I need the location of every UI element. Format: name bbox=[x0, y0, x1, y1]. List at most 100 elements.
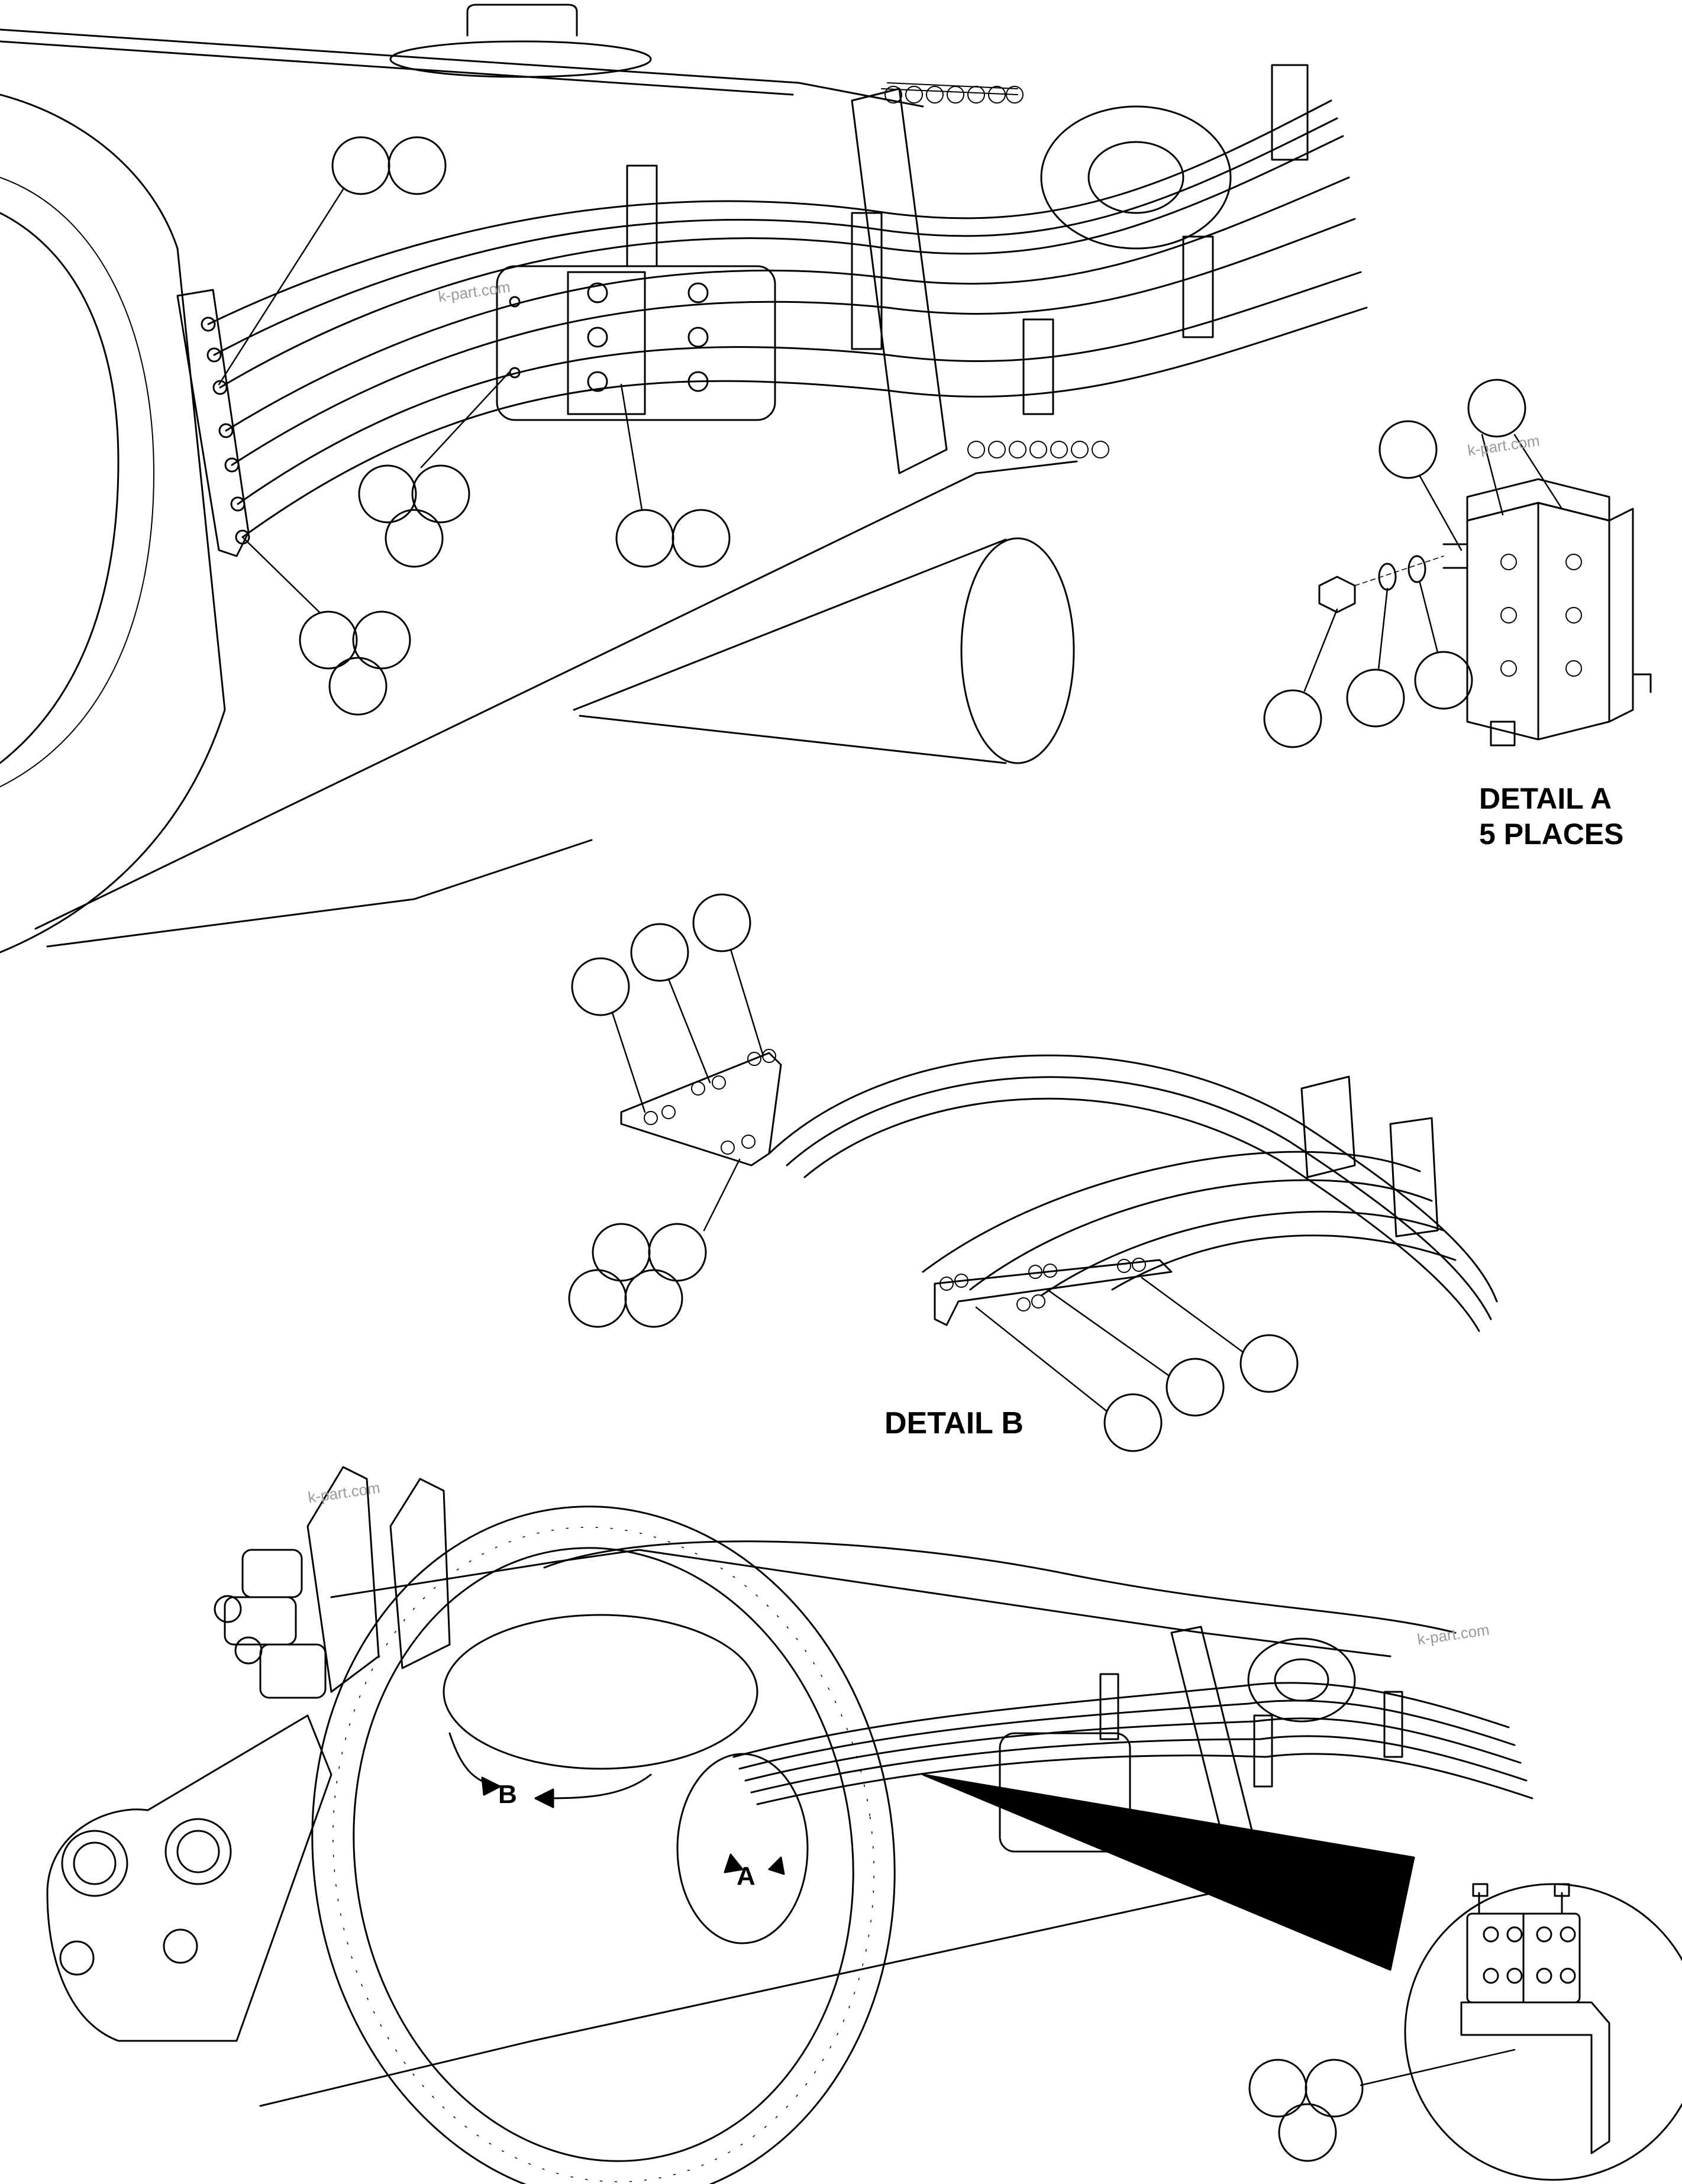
detail-a bbox=[1263, 379, 1652, 748]
leader-arrow-icon bbox=[537, 1773, 652, 1799]
bolt-row-top-bolts bbox=[884, 86, 1024, 104]
assembly-axis bbox=[1354, 555, 1444, 586]
hex-nut bbox=[1318, 576, 1356, 613]
balloon-circle-icon bbox=[571, 957, 630, 1016]
hatch-cover bbox=[389, 40, 652, 78]
detail-b-clamp bbox=[1300, 1075, 1356, 1178]
assembly-clamp bbox=[1383, 1691, 1403, 1758]
balloon-circle-icon bbox=[1166, 1358, 1225, 1417]
hose-clamp bbox=[851, 212, 883, 350]
boom-outer-outline bbox=[0, 93, 226, 954]
balloon-circle-icon bbox=[1378, 420, 1438, 479]
leader-arrow-icon bbox=[534, 1788, 554, 1808]
assembly-boom-bottom bbox=[259, 1862, 1244, 2107]
balloon-circle-icon bbox=[568, 1269, 627, 1328]
bulkhead-fitting bbox=[224, 457, 240, 473]
pivot-bore bbox=[1087, 141, 1184, 214]
balloon-circle-icon bbox=[299, 610, 358, 670]
balloon-circle-icon bbox=[1278, 2103, 1337, 2162]
zoom-wedge bbox=[922, 1773, 1415, 1971]
assembly-pivot-bore bbox=[1274, 1658, 1329, 1702]
lower-bracket-bolts bbox=[940, 1258, 1146, 1311]
detail-a-title: DETAIL A bbox=[1479, 782, 1612, 815]
lug-hole bbox=[59, 1940, 95, 1976]
balloon-circle-icon bbox=[328, 657, 388, 716]
lug-bore bbox=[61, 1830, 128, 1897]
balloon-circle-icon bbox=[1103, 1393, 1163, 1452]
boom-ring-bolt-circle bbox=[0, 177, 154, 787]
top-view bbox=[0, 4, 1368, 954]
hatch-handle bbox=[466, 4, 578, 37]
upper-bracket-bolts bbox=[644, 1049, 776, 1155]
manifold-block bbox=[496, 265, 776, 421]
balloon-circle-icon bbox=[692, 893, 751, 952]
manifold-port bbox=[587, 282, 608, 303]
balloon-circle-icon bbox=[385, 509, 444, 568]
upper-bracket-plate bbox=[620, 1052, 782, 1167]
balloon-circle-icon bbox=[1239, 1334, 1299, 1393]
balloon-circle-icon bbox=[411, 464, 470, 524]
assembly-boom-top bbox=[330, 1549, 1392, 1658]
hose-bundle bbox=[207, 99, 1368, 538]
bulkhead-fitting bbox=[201, 316, 216, 332]
assembly-hose-bundle bbox=[732, 1682, 1534, 1805]
side-cylinder-body bbox=[573, 538, 1007, 764]
manifold-mount-hole bbox=[509, 367, 521, 379]
side-cylinder-end bbox=[960, 537, 1075, 764]
detail-b-leaders bbox=[611, 948, 1244, 1412]
balloon-circle-icon bbox=[671, 509, 731, 568]
bulkhead-fitting bbox=[230, 496, 246, 512]
balloon-circle-icon bbox=[1346, 668, 1405, 728]
clamp-block-side bbox=[1608, 508, 1634, 723]
assembly-clamp bbox=[1099, 1673, 1119, 1740]
lug-hole bbox=[163, 1928, 198, 1964]
assembly-ring-inner bbox=[353, 1547, 854, 2162]
balloon-circle-icon bbox=[1414, 651, 1473, 710]
flat-washer bbox=[1407, 555, 1426, 583]
balloon-circle-icon bbox=[615, 509, 674, 568]
leader-arrow-icon bbox=[481, 1776, 501, 1796]
lug-bore bbox=[164, 1818, 232, 1885]
assembly-clamp bbox=[1253, 1714, 1273, 1788]
assembly-pivot-flange bbox=[1247, 1637, 1356, 1723]
detail-b-clamp-back bbox=[1389, 1117, 1439, 1238]
bulkhead-fitting bbox=[212, 380, 228, 395]
upper-pivot-bracket bbox=[389, 1478, 451, 1669]
balloon-circle-icon bbox=[624, 1269, 683, 1328]
stud-bottom bbox=[1490, 721, 1516, 747]
bolt-row-top bbox=[881, 82, 1018, 95]
clamp-holes bbox=[1500, 554, 1582, 677]
lower-bracket-plate bbox=[934, 1259, 1173, 1326]
valve-cluster bbox=[214, 1549, 327, 1699]
balloon-circle-icon bbox=[648, 1223, 707, 1282]
manifold-port bbox=[687, 327, 709, 348]
balloon-circle-icon bbox=[352, 610, 411, 670]
detail-b-hoses bbox=[768, 1054, 1498, 1332]
balloon-circle-icon bbox=[388, 136, 447, 195]
stud-left bbox=[1442, 543, 1468, 569]
hose-clamp bbox=[1182, 235, 1214, 338]
bulkhead-fitting bbox=[218, 423, 234, 438]
lug-bore-inner bbox=[73, 1841, 117, 1885]
bolt-row-bottom-bolts bbox=[967, 441, 1109, 458]
bulkhead-fitting bbox=[206, 347, 222, 363]
leader-arrow-icon bbox=[768, 1856, 785, 1875]
balloon-circle-icon bbox=[1248, 2059, 1307, 2118]
detail-a-subtitle: 5 PLACES bbox=[1479, 818, 1624, 851]
assembly-view bbox=[46, 1466, 1682, 2184]
zoom-detail-circle bbox=[1404, 1883, 1682, 2181]
balloon-circle-icon bbox=[630, 923, 689, 982]
upper-pivot-bracket bbox=[306, 1466, 380, 1693]
zoom-detail-bracket bbox=[1460, 1883, 1610, 2154]
callout-circle-a bbox=[676, 1753, 809, 1944]
assembly-top-hose bbox=[543, 1540, 1457, 1634]
manifold-mount-hole bbox=[509, 296, 521, 308]
balloon-circle-icon bbox=[1467, 379, 1526, 438]
balloon-circle-icon bbox=[331, 136, 390, 195]
zoom-leader bbox=[1360, 2049, 1516, 2086]
bulkhead-fitting bbox=[235, 529, 250, 545]
leader-arrow-icon bbox=[448, 1732, 498, 1788]
manifold-port bbox=[587, 327, 608, 348]
detail-a-leaders bbox=[1303, 434, 1563, 692]
